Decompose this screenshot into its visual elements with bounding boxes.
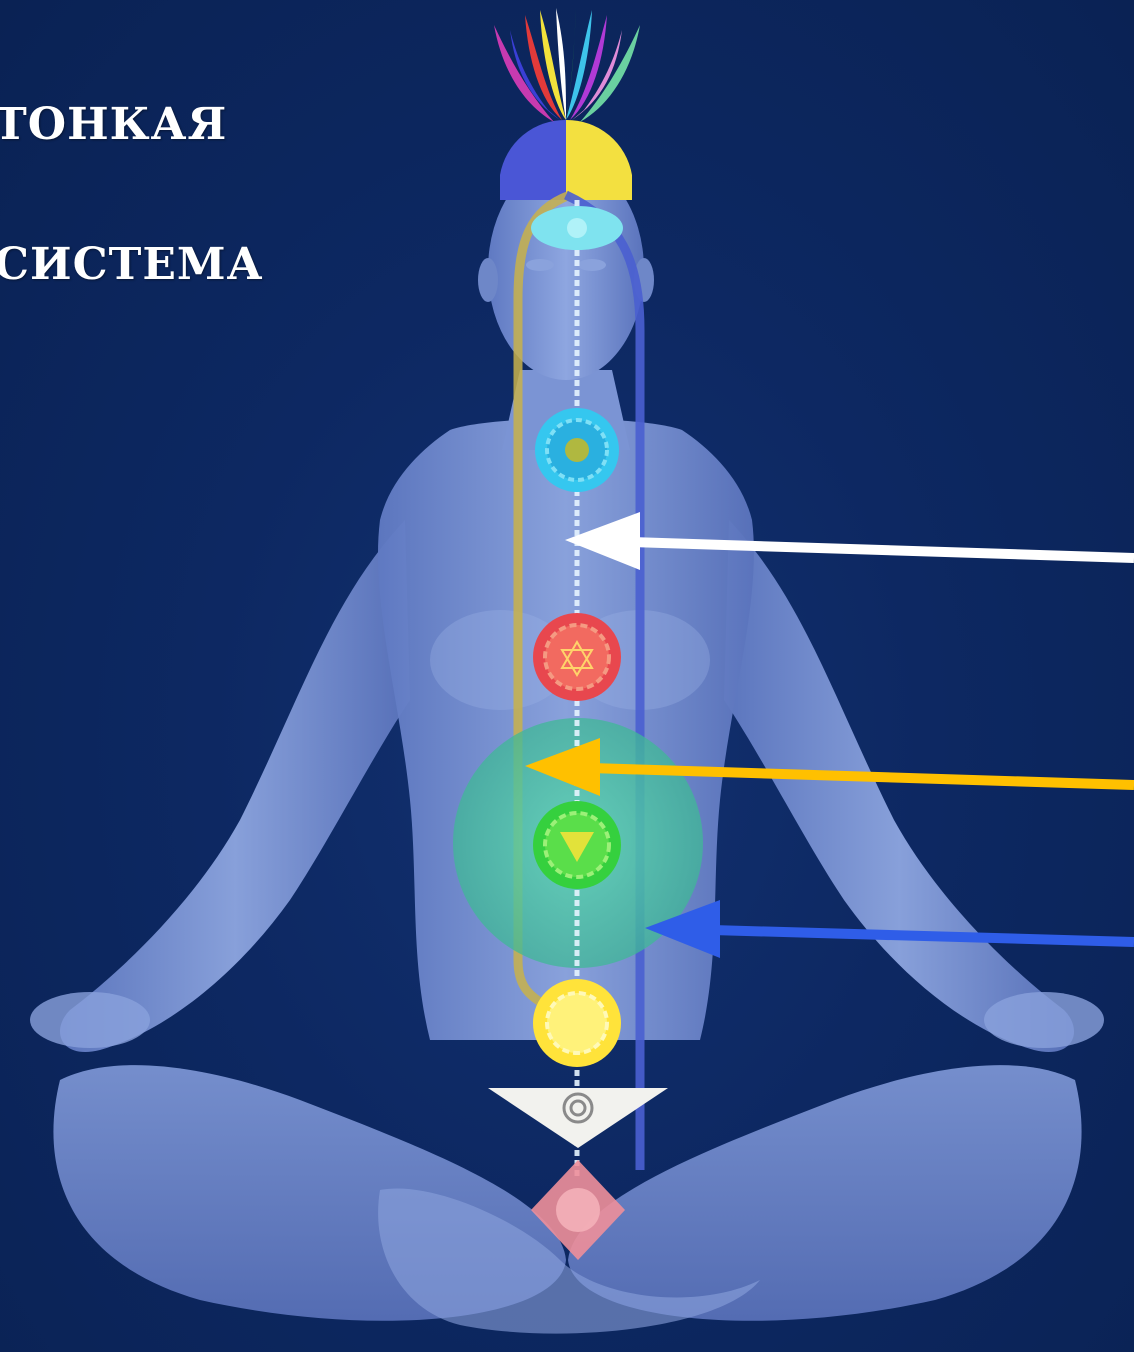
arrow-blue-right-channel: [645, 900, 1134, 958]
title-line-2: СИСТЕМА: [0, 195, 263, 335]
page-title: ТОНКАЯ СИСТЕМА: [0, 55, 263, 335]
arrow-yellow-left-channel: [525, 738, 1134, 796]
arrow-white-central-channel: [565, 512, 1134, 570]
title-line-1: ТОНКАЯ: [0, 55, 263, 195]
